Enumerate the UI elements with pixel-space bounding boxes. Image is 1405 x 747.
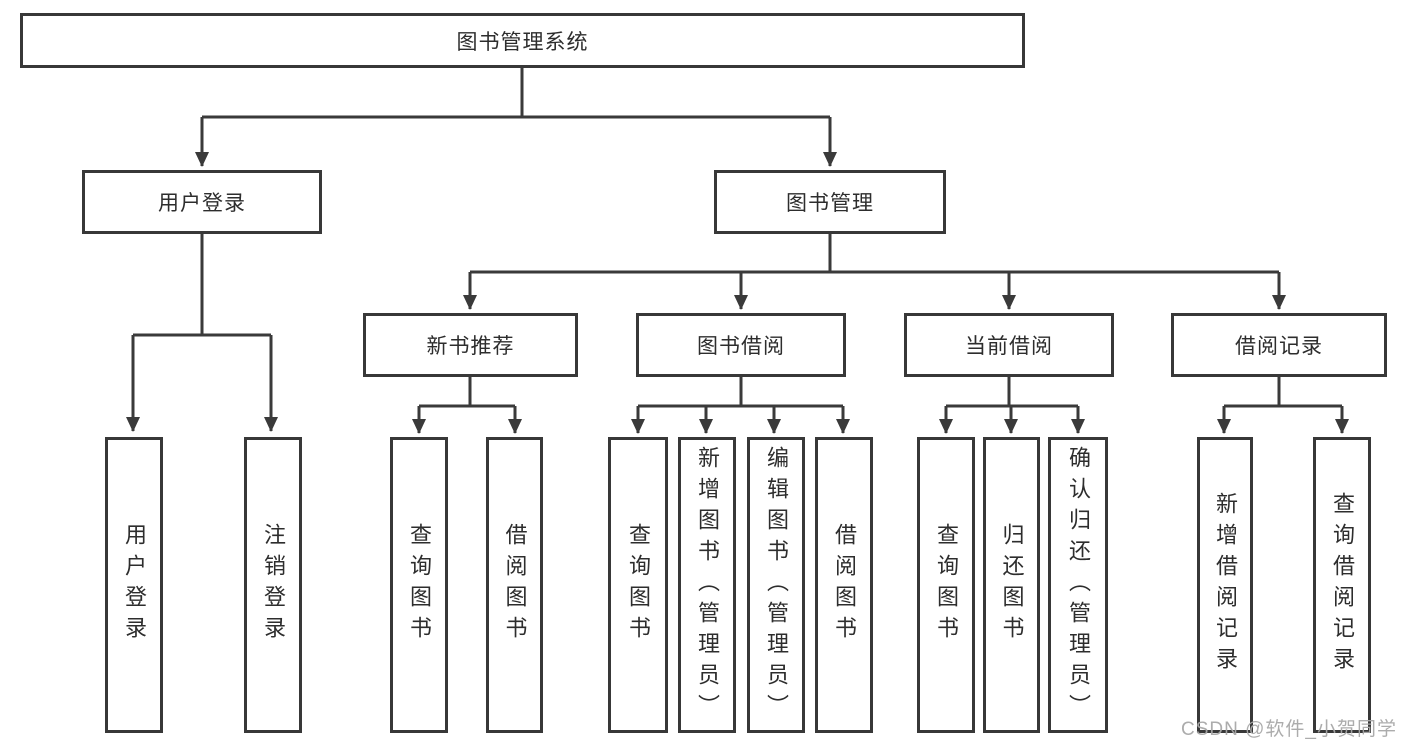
leaf-borrow-add-books-admin-label: 新增图书（管理员） [695, 445, 720, 725]
node-current-borrow: 当前借阅 [904, 313, 1114, 377]
edges-root [195, 68, 837, 167]
node-root-label: 图书管理系统 [456, 30, 589, 54]
node-book-management-label: 图书管理 [786, 192, 874, 215]
node-new-book-recommend: 新书推荐 [363, 313, 578, 377]
leaf-borrow-borrow-books-label: 借阅图书 [832, 523, 857, 647]
node-user-login-label: 用户登录 [158, 192, 246, 215]
edges-borrow-records [1217, 377, 1349, 434]
edges-user-login [126, 234, 278, 432]
leaf-current-query-books: 查询图书 [917, 437, 975, 733]
leaf-recommend-borrow-books-label: 借阅图书 [502, 523, 528, 647]
leaf-user-login: 用户登录 [105, 437, 163, 733]
leaf-recommend-query-books: 查询图书 [390, 437, 448, 733]
leaf-current-return-books: 归还图书 [983, 437, 1040, 733]
leaf-borrow-add-books-admin: 新增图书（管理员） [678, 437, 736, 733]
node-book-borrow: 图书借阅 [636, 313, 846, 377]
leaf-logout: 注销登录 [244, 437, 302, 733]
leaf-current-confirm-return-admin-label: 确认归还（管理员） [1066, 445, 1091, 725]
leaf-recommend-query-books-label: 查询图书 [407, 523, 432, 647]
leaf-records-add-record-label: 新增借阅记录 [1213, 492, 1238, 678]
leaf-borrow-edit-books-admin-label: 编辑图书（管理员） [764, 445, 789, 725]
leaf-records-add-record: 新增借阅记录 [1197, 437, 1253, 733]
leaf-logout-label: 注销登录 [261, 523, 286, 647]
leaf-borrow-query-books: 查询图书 [608, 437, 668, 733]
edges-book-management [463, 234, 1286, 310]
node-current-borrow-label: 当前借阅 [965, 335, 1053, 358]
csdn-watermark: CSDN @软件_小贺同学 [1181, 719, 1397, 740]
node-borrow-records: 借阅记录 [1171, 313, 1387, 377]
node-user-login: 用户登录 [82, 170, 322, 234]
node-root-library-system: 图书管理系统 [20, 13, 1025, 68]
edges-current-borrow [939, 377, 1085, 434]
node-new-book-recommend-label: 新书推荐 [426, 335, 515, 358]
leaf-borrow-borrow-books: 借阅图书 [815, 437, 873, 733]
leaf-borrow-query-books-label: 查询图书 [626, 523, 651, 647]
node-book-borrow-label: 图书借阅 [697, 335, 785, 358]
leaf-user-login-label: 用户登录 [122, 523, 147, 647]
leaf-recommend-borrow-books: 借阅图书 [486, 437, 543, 733]
node-book-management: 图书管理 [714, 170, 946, 234]
leaf-current-return-books-label: 归还图书 [999, 523, 1025, 647]
leaf-records-query-record: 查询借阅记录 [1313, 437, 1371, 733]
leaf-current-confirm-return-admin: 确认归还（管理员） [1048, 437, 1108, 733]
leaf-current-query-books-label: 查询图书 [934, 523, 959, 647]
edges-book-borrow [631, 377, 850, 434]
node-borrow-records-label: 借阅记录 [1235, 335, 1323, 358]
edges-new-book-recommend [412, 377, 522, 434]
leaf-borrow-edit-books-admin: 编辑图书（管理员） [747, 437, 805, 733]
leaf-records-query-record-label: 查询借阅记录 [1330, 492, 1355, 678]
